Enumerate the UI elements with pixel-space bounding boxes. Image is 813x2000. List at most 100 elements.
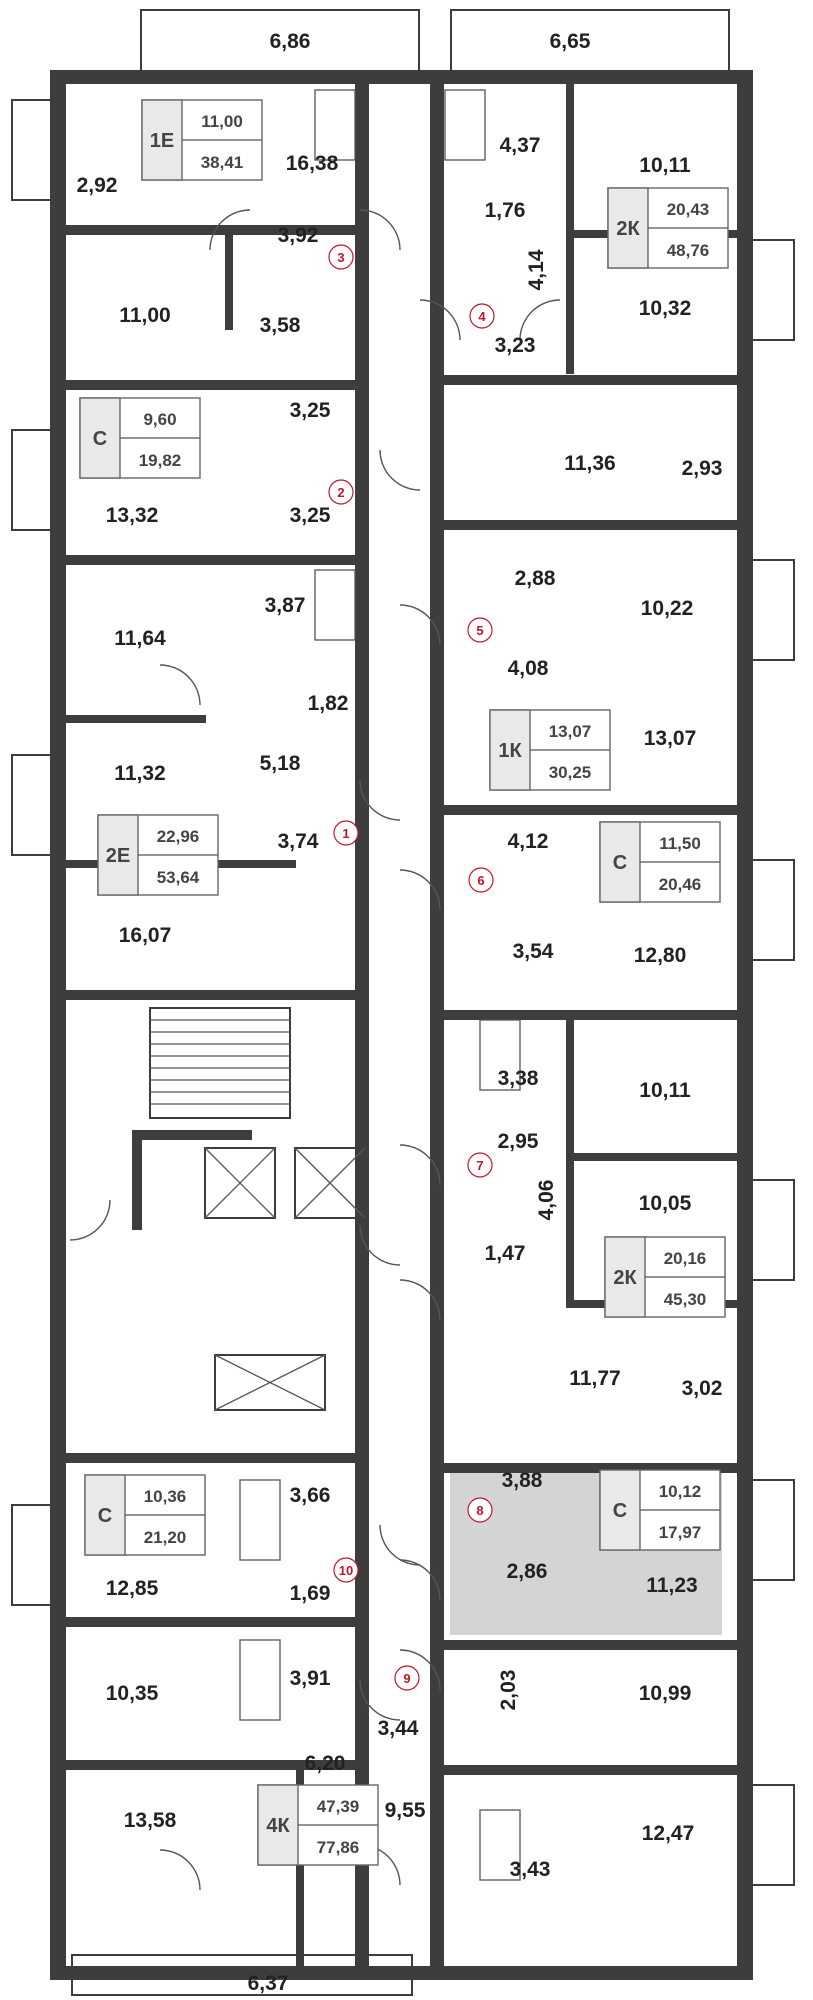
area-label: 1,76 bbox=[485, 199, 526, 222]
elevator-left bbox=[204, 1147, 276, 1219]
unit-box-s-2: С 9,60 19,82 bbox=[79, 397, 201, 479]
area-label: 3,66 bbox=[290, 1484, 331, 1507]
unit-total-area: 19,82 bbox=[139, 451, 182, 470]
outer-walls bbox=[50, 70, 753, 1980]
apartment-number: 1 bbox=[342, 826, 349, 841]
area-label: 11,64 bbox=[114, 627, 166, 650]
unit-box-4k: 4К 47,39 77,86 bbox=[257, 1784, 379, 1866]
unit-box-s-10: С 10,36 21,20 bbox=[84, 1474, 206, 1556]
area-label: 2,86 bbox=[507, 1560, 548, 1583]
area-label: 11,23 bbox=[646, 1574, 697, 1597]
apartment-number: 6 bbox=[477, 873, 484, 888]
apartment-number: 9 bbox=[403, 1671, 410, 1686]
unit-total-area: 20,46 bbox=[659, 875, 702, 894]
unit-type: 2Е bbox=[106, 845, 130, 867]
unit-box-1k: 1К 13,07 30,25 bbox=[489, 709, 611, 791]
unit-type: 1К bbox=[498, 740, 522, 762]
unit-living-area: 11,50 bbox=[659, 834, 701, 853]
area-label: 5,18 bbox=[260, 752, 301, 775]
area-label: 3,44 bbox=[378, 1717, 419, 1740]
area-label: 6,65 bbox=[550, 30, 591, 53]
area-label: 2,93 bbox=[682, 457, 723, 480]
area-label: 3,38 bbox=[498, 1067, 539, 1090]
area-label: 1,47 bbox=[485, 1242, 526, 1265]
area-label: 4,37 bbox=[500, 134, 541, 157]
unit-living-area: 10,12 bbox=[659, 1482, 702, 1501]
area-label: 3,88 bbox=[502, 1469, 543, 1492]
room-areas: 6,86 6,65 2,92 16,38 4,37 10,11 11,00 3,… bbox=[77, 30, 723, 1995]
unit-type: 2К bbox=[613, 1267, 637, 1289]
area-label: 3,25 bbox=[290, 399, 331, 422]
unit-living-area: 20,16 bbox=[664, 1249, 707, 1268]
area-label: 10,05 bbox=[639, 1192, 692, 1215]
unit-total-area: 38,41 bbox=[201, 153, 244, 172]
area-label: 11,36 bbox=[564, 452, 615, 475]
unit-living-area: 11,00 bbox=[201, 112, 243, 131]
unit-box-s-8: С 10,12 17,97 bbox=[599, 1469, 721, 1551]
area-label: 10,32 bbox=[639, 297, 692, 320]
area-label: 4,12 bbox=[508, 830, 549, 853]
unit-box-1e: 1Е 11,00 38,41 bbox=[141, 99, 263, 181]
unit-box-s-6: С 11,50 20,46 bbox=[599, 821, 721, 903]
unit-total-area: 48,76 bbox=[667, 241, 710, 260]
area-label: 4,08 bbox=[508, 657, 549, 680]
elevator-right bbox=[294, 1147, 366, 1219]
area-label: 10,11 bbox=[639, 1079, 691, 1102]
area-label: 3,91 bbox=[290, 1667, 331, 1690]
unit-type: С bbox=[98, 1505, 112, 1527]
area-label: 3,87 bbox=[265, 594, 306, 617]
apartment-number: 5 bbox=[476, 623, 483, 638]
unit-total-area: 77,86 bbox=[317, 1838, 360, 1857]
area-label: 11,77 bbox=[569, 1367, 620, 1390]
unit-type: 2К bbox=[616, 218, 640, 240]
unit-total-area: 45,30 bbox=[664, 1290, 707, 1309]
unit-type: 1Е bbox=[150, 130, 174, 152]
unit-total-area: 53,64 bbox=[157, 868, 200, 887]
unit-living-area: 10,36 bbox=[144, 1487, 187, 1506]
area-label: 2,03 bbox=[497, 1670, 520, 1711]
unit-box-2k-top: 2К 20,43 48,76 bbox=[607, 187, 729, 269]
unit-box-2e: 2Е 22,96 53,64 bbox=[97, 814, 219, 896]
doors bbox=[69, 209, 561, 1891]
unit-total-area: 17,97 bbox=[659, 1523, 702, 1542]
area-label: 10,11 bbox=[639, 154, 691, 177]
area-label: 12,80 bbox=[634, 944, 687, 967]
area-label: 4,06 bbox=[535, 1180, 558, 1221]
apartment-number-badges: 3 4 2 5 1 6 7 8 10 9 bbox=[328, 244, 495, 1691]
area-label: 11,00 bbox=[119, 304, 170, 327]
apartment-number: 8 bbox=[476, 1503, 483, 1518]
area-label: 3,54 bbox=[513, 940, 554, 963]
area-label: 3,02 bbox=[682, 1377, 723, 1400]
unit-total-area: 21,20 bbox=[144, 1528, 187, 1547]
area-label: 6,37 bbox=[248, 1972, 289, 1995]
area-label: 16,07 bbox=[119, 924, 172, 947]
apartment-number: 10 bbox=[339, 1563, 353, 1578]
apartment-number: 3 bbox=[337, 250, 344, 265]
unit-living-area: 47,39 bbox=[317, 1797, 360, 1816]
area-label: 1,82 bbox=[308, 692, 349, 715]
area-label: 12,85 bbox=[106, 1577, 159, 1600]
bathroom-fixtures bbox=[239, 89, 521, 1881]
area-label: 10,35 bbox=[106, 1682, 159, 1705]
area-label: 2,88 bbox=[515, 567, 556, 590]
area-label: 9,55 bbox=[385, 1799, 426, 1822]
area-label: 4,14 bbox=[525, 249, 548, 290]
area-label: 2,95 bbox=[498, 1130, 539, 1153]
unit-type: 4К bbox=[266, 1815, 290, 1837]
unit-living-area: 9,60 bbox=[143, 410, 176, 429]
area-label: 3,92 bbox=[278, 224, 319, 247]
area-label: 3,43 bbox=[510, 1858, 551, 1881]
area-label: 3,25 bbox=[290, 504, 331, 527]
area-label: 13,32 bbox=[106, 504, 159, 527]
area-label: 13,58 bbox=[124, 1809, 177, 1832]
area-label: 6,86 bbox=[270, 30, 311, 53]
unit-living-area: 22,96 bbox=[157, 827, 200, 846]
apartment-number: 7 bbox=[476, 1158, 483, 1173]
area-label: 1,69 bbox=[290, 1582, 331, 1605]
area-label: 11,32 bbox=[114, 762, 165, 785]
area-label: 16,38 bbox=[286, 152, 339, 175]
apartment-number: 2 bbox=[337, 485, 344, 500]
area-label: 6,20 bbox=[305, 1752, 346, 1775]
apartment-number: 4 bbox=[478, 309, 486, 324]
